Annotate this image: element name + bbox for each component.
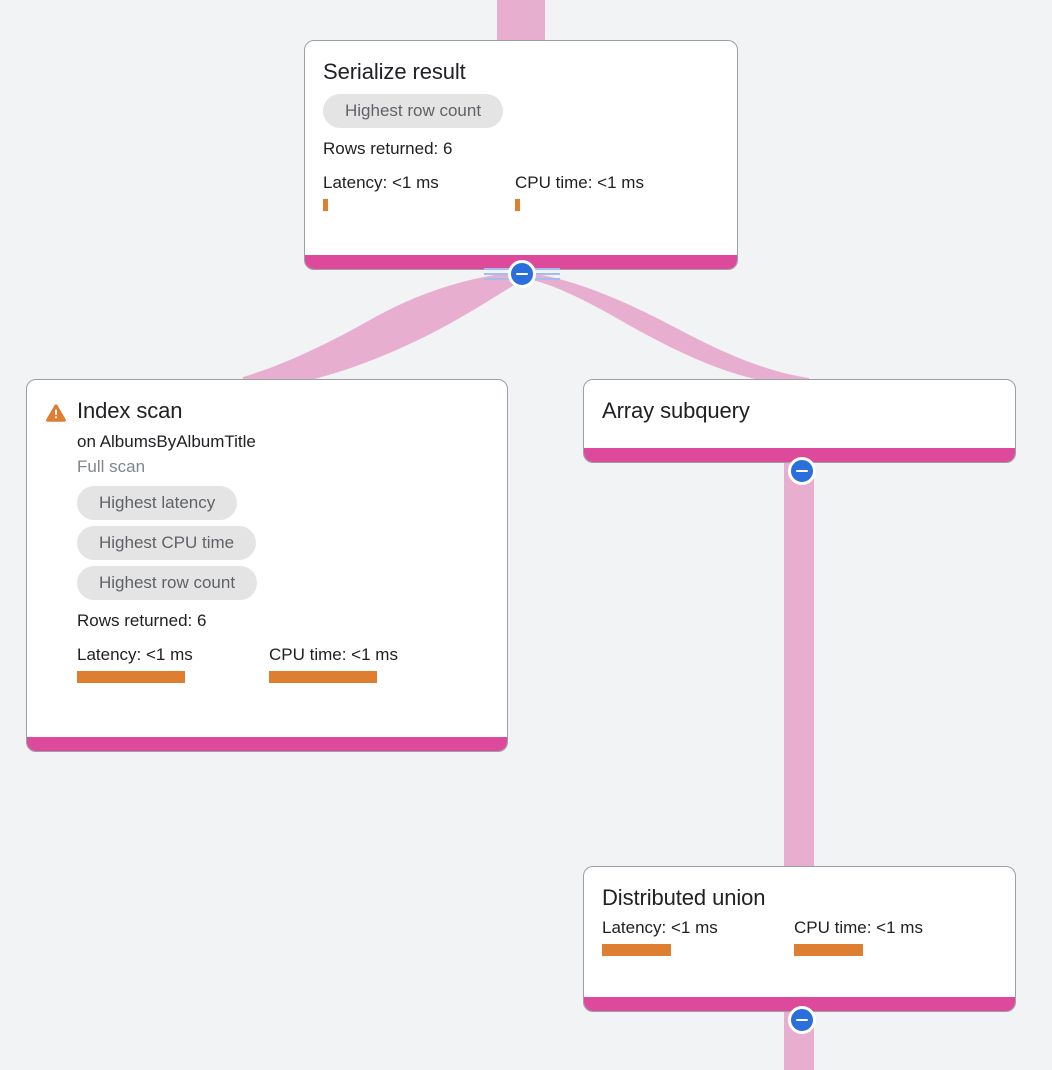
metric-latency-bar (323, 199, 328, 211)
node-title: Distributed union (602, 885, 766, 910)
node-metrics: Latency: <1 ms CPU time: <1 ms (77, 644, 489, 683)
toggle-distributed-union[interactable] (788, 1006, 816, 1034)
node-metrics: Latency: <1 ms CPU time: <1 ms (602, 917, 997, 956)
node-title-row: Distributed union (602, 883, 997, 913)
node-body: Index scan on AlbumsByAlbumTitle Full sc… (27, 380, 507, 737)
metric-latency: Latency: <1 ms (602, 917, 794, 956)
plan-node-array-subquery[interactable]: Array subquery (583, 379, 1016, 463)
metric-latency-bar (77, 671, 185, 683)
toggle-array-subquery[interactable] (788, 457, 816, 485)
plan-node-serialize-result[interactable]: Serialize result Highest row count Rows … (304, 40, 738, 270)
metric-cpu-time-bar (794, 944, 863, 956)
node-footer-bar (584, 448, 1015, 462)
node-subtitle: on AlbumsByAlbumTitle (77, 432, 256, 451)
node-title: Index scan (77, 398, 183, 423)
node-body: Distributed union Latency: <1 ms CPU tim… (584, 867, 1015, 997)
edge-serialize-result-to-index-scan (243, 272, 523, 386)
edge-serialize-result-to-array-subquery (524, 272, 809, 380)
node-body: Array subquery (584, 380, 1015, 448)
node-chips: Highest latency Highest CPU time Highest… (77, 486, 489, 600)
metric-cpu-time: CPU time: <1 ms (794, 917, 923, 956)
chip-highest-cpu-time: Highest CPU time (77, 526, 257, 560)
node-body: Serialize result Highest row count Rows … (305, 41, 737, 255)
plan-node-index-scan[interactable]: Index scan on AlbumsByAlbumTitle Full sc… (26, 379, 508, 752)
node-title: Serialize result (323, 59, 466, 84)
metric-latency-label: Latency: <1 ms (323, 173, 439, 192)
node-title: Array subquery (602, 398, 750, 423)
metric-cpu-time-label: CPU time: <1 ms (515, 173, 644, 192)
toggle-serialize-result[interactable] (508, 260, 536, 288)
metric-latency: Latency: <1 ms (323, 172, 515, 211)
edge-array-subquery-to-distributed-union (784, 462, 814, 872)
node-footer-bar (584, 997, 1015, 1011)
node-subtitle-muted: Full scan (77, 457, 146, 476)
edge-parent-to-serialize-result (497, 0, 545, 42)
metric-latency: Latency: <1 ms (77, 644, 269, 683)
metric-cpu-time-bar (515, 199, 520, 211)
metric-cpu-time: CPU time: <1 ms (269, 644, 398, 683)
node-metrics: Latency: <1 ms CPU time: <1 ms (323, 172, 719, 211)
metric-latency-bar (602, 944, 671, 956)
metric-cpu-time: CPU time: <1 ms (515, 172, 644, 211)
node-title-row: Array subquery (602, 396, 997, 426)
node-rows-returned: Rows returned: 6 (77, 611, 207, 630)
chip-highest-row-count: Highest row count (77, 566, 258, 600)
chip-highest-row-count: Highest row count (323, 94, 504, 128)
metric-cpu-time-label: CPU time: <1 ms (794, 918, 923, 937)
metric-latency-label: Latency: <1 ms (602, 918, 718, 937)
minus-icon (796, 1018, 808, 1022)
node-footer-bar (27, 737, 507, 751)
minus-icon (796, 469, 808, 473)
metric-cpu-time-label: CPU time: <1 ms (269, 645, 398, 664)
minus-icon (516, 272, 528, 276)
node-title-row: Index scan (45, 396, 489, 426)
node-rows-returned: Rows returned: 6 (323, 139, 453, 158)
node-chips: Highest row count (323, 94, 719, 128)
metric-latency-label: Latency: <1 ms (77, 645, 193, 664)
plan-node-distributed-union[interactable]: Distributed union Latency: <1 ms CPU tim… (583, 866, 1016, 1012)
metric-cpu-time-bar (269, 671, 377, 683)
chip-highest-latency: Highest latency (77, 486, 238, 520)
warning-triangle-icon (46, 404, 66, 422)
node-title-row: Serialize result (323, 57, 719, 87)
